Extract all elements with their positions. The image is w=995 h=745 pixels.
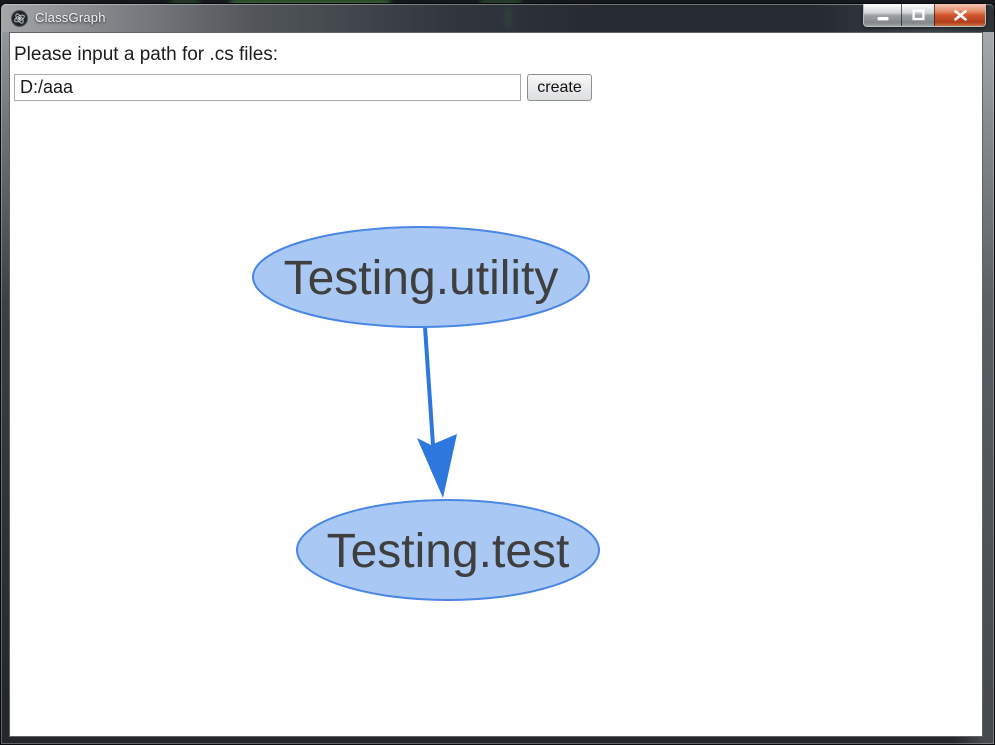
graph-node-label: Testing.utility [284,252,559,305]
graph-node-label: Testing.test [327,525,570,578]
window-controls [863,4,986,27]
app-icon [11,10,28,27]
maximize-icon [911,9,925,21]
graph-node-testing-test[interactable] [296,499,600,601]
path-input[interactable] [14,74,521,101]
maximize-button[interactable] [901,4,934,26]
minimize-button[interactable] [864,4,901,26]
graph-edge [423,326,435,446]
close-icon [953,9,967,21]
arrowhead-icon [417,434,457,498]
close-button[interactable] [934,4,985,26]
app-window: ClassGraph Please input a path for .cs f… [0,3,995,745]
background-artifact [505,7,511,29]
minimize-icon [877,17,888,21]
path-label: Please input a path for .cs files: [14,44,279,65]
client-area: Please input a path for .cs files: creat… [9,32,983,737]
create-button[interactable]: create [527,74,592,101]
graph-node-testing-utility[interactable] [252,226,590,328]
window-title: ClassGraph [35,10,106,25]
titlebar[interactable]: ClassGraph [1,4,994,32]
